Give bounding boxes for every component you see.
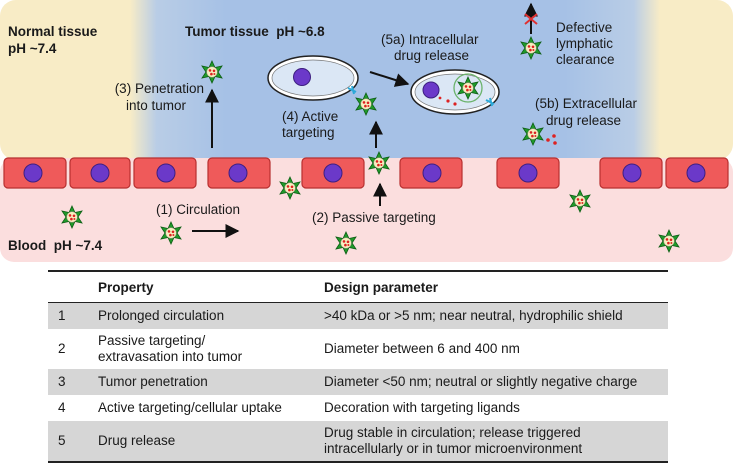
row-parameter-line: intracellularly or in tumor microenviron… (324, 440, 583, 456)
row-property: Drug release (90, 420, 316, 463)
row-parameter: Decoration with targeting ligands (324, 399, 520, 415)
endothelial-cell-layer (3, 157, 729, 189)
row-parameter: Diameter between 6 and 400 nm (324, 340, 520, 356)
normal-tissue-ph: pH ~7.4 (8, 41, 57, 56)
column-header-design-parameter: Design parameter (316, 270, 668, 303)
blocked-lymph-arrow-icon (524, 2, 538, 34)
ligand-icon (347, 85, 357, 95)
table-header-row: Property Design parameter (48, 270, 668, 303)
penetration-label-1: (3) Penetration (115, 81, 204, 96)
row-property-line: extravasation into tumor (98, 348, 243, 364)
endothelial-cell (207, 157, 271, 189)
table-row: 2 Passive targeting/extravasation into t… (48, 329, 668, 369)
passive-targeting-label: (2) Passive targeting (312, 210, 436, 225)
design-parameter-table: Property Design parameter 1 Prolonged ci… (48, 270, 668, 463)
tumor-cell (267, 55, 359, 101)
normal-tissue-label: Normal tissue (8, 24, 98, 39)
lymph-label-1: Defective (556, 20, 612, 35)
penetration-label-2: into tumor (126, 98, 187, 113)
table-row: 4 Active targeting/cellular uptake Decor… (48, 395, 668, 421)
endothelial-cell (133, 157, 197, 189)
column-header-property: Property (90, 270, 316, 303)
row-property-line: Passive targeting/ (98, 332, 206, 348)
table-row: 3 Tumor penetration Diameter <50 nm; neu… (48, 368, 668, 395)
lymph-label-2: lymphatic (556, 36, 613, 51)
circulation-label: (1) Circulation (156, 202, 240, 217)
nanoparticle-delivery-diagram: Normal tissue pH ~7.4 Tumor tissue pH ~6… (0, 0, 733, 262)
endothelial-cell (496, 157, 560, 189)
row-number: 3 (48, 368, 90, 395)
row-number: 2 (58, 340, 66, 356)
row-parameter: >40 kDa or >5 nm; near neutral, hydrophi… (316, 302, 668, 329)
active-targeting-label-1: (4) Active (282, 109, 338, 124)
row-parameter: Diameter <50 nm; neutral or slightly neg… (316, 368, 668, 395)
internalization-arrow (369, 71, 410, 87)
row-property: Active targeting/cellular uptake (98, 399, 282, 415)
endothelial-cell (69, 157, 131, 189)
endothelial-cell (3, 157, 67, 189)
lymph-label-3: clearance (556, 52, 615, 67)
row-parameter-line: Drug stable in circulation; release trig… (324, 424, 581, 440)
tumor-cell-with-nanoparticle (410, 69, 500, 115)
row-property: Prolonged circulation (90, 302, 316, 329)
extracellular-release-label-1: (5b) Extracellular (535, 96, 638, 111)
row-property: Passive targeting/extravasation into tum… (90, 329, 316, 369)
endothelial-cell (399, 157, 463, 189)
endothelial-cell (665, 157, 729, 189)
row-number: 4 (58, 399, 66, 415)
tumor-tissue-label: Tumor tissue pH ~6.8 (185, 24, 325, 39)
row-property: Tumor penetration (90, 368, 316, 395)
intracellular-release-label-1: (5a) Intracellular (381, 32, 479, 47)
released-drug-dots (546, 134, 557, 145)
column-header-number (48, 270, 90, 303)
table-row: 1 Prolonged circulation >40 kDa or >5 nm… (48, 302, 668, 329)
row-number: 1 (48, 302, 90, 329)
blood-label: Blood pH ~7.4 (8, 238, 103, 253)
extracellular-release-label-2: drug release (546, 113, 621, 128)
row-parameter: Drug stable in circulation; release trig… (316, 420, 668, 463)
active-targeting-label-2: targeting (282, 125, 335, 140)
row-number: 5 (48, 420, 90, 463)
intracellular-release-label-2: drug release (394, 48, 469, 63)
table-row: 5 Drug release Drug stable in circulatio… (48, 420, 668, 463)
endothelial-cell (301, 157, 365, 189)
endothelial-cell (599, 157, 663, 189)
